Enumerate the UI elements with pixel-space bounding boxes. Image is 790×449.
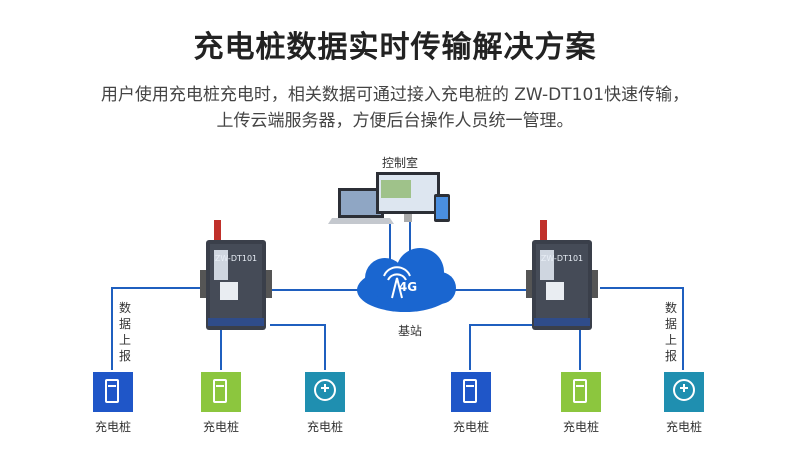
charger-label-6: 充电桩 xyxy=(665,420,702,434)
report-label-right: 数 据 上 报 xyxy=(664,301,677,363)
control-room-devices xyxy=(328,172,450,224)
report-label-left: 数 据 上 报 xyxy=(118,301,131,363)
control-room-label: 控制室 xyxy=(381,156,418,170)
charger-label-3: 充电桩 xyxy=(306,420,343,434)
charger-tile-5 xyxy=(561,372,601,412)
charger-label-1: 充电桩 xyxy=(94,420,131,434)
signal-tower-icon xyxy=(383,266,411,299)
cloud-4g xyxy=(357,248,456,312)
charger-tiles xyxy=(93,372,704,412)
page-title: 充电桩数据实时传输解决方案 xyxy=(193,30,597,65)
charger-label-4: 充电桩 xyxy=(452,420,489,434)
charger-label-5: 充电桩 xyxy=(562,420,599,434)
fuel-pump-icon xyxy=(105,379,119,403)
subtitle-line-1: 用户使用充电桩充电时，相关数据可通过接入充电桩的 ZW-DT101快速传输， xyxy=(100,85,690,105)
gateway-right xyxy=(526,220,598,330)
charger-tile-2 xyxy=(201,372,241,412)
base-station-label: 基站 xyxy=(397,324,422,338)
subtitle-line-2: 上传云端服务器，方便后台操作人员统一管理。 xyxy=(216,111,574,131)
connection-lines xyxy=(111,222,684,370)
fuel-pump-icon xyxy=(213,379,227,403)
charger-label-2: 充电桩 xyxy=(202,420,239,434)
fuel-pump-icon xyxy=(463,379,477,403)
power-plug-icon xyxy=(314,379,336,401)
power-plug-icon xyxy=(673,379,695,401)
device-name-right: ZW-DT101 xyxy=(540,254,584,263)
fuel-pump-icon xyxy=(573,379,587,403)
device-name-left: ZW-DT101 xyxy=(214,254,258,263)
gateway-left xyxy=(200,220,272,330)
cloud-4g-label: 4G xyxy=(398,280,418,294)
charger-tile-1 xyxy=(93,372,133,412)
charger-tile-4 xyxy=(451,372,491,412)
